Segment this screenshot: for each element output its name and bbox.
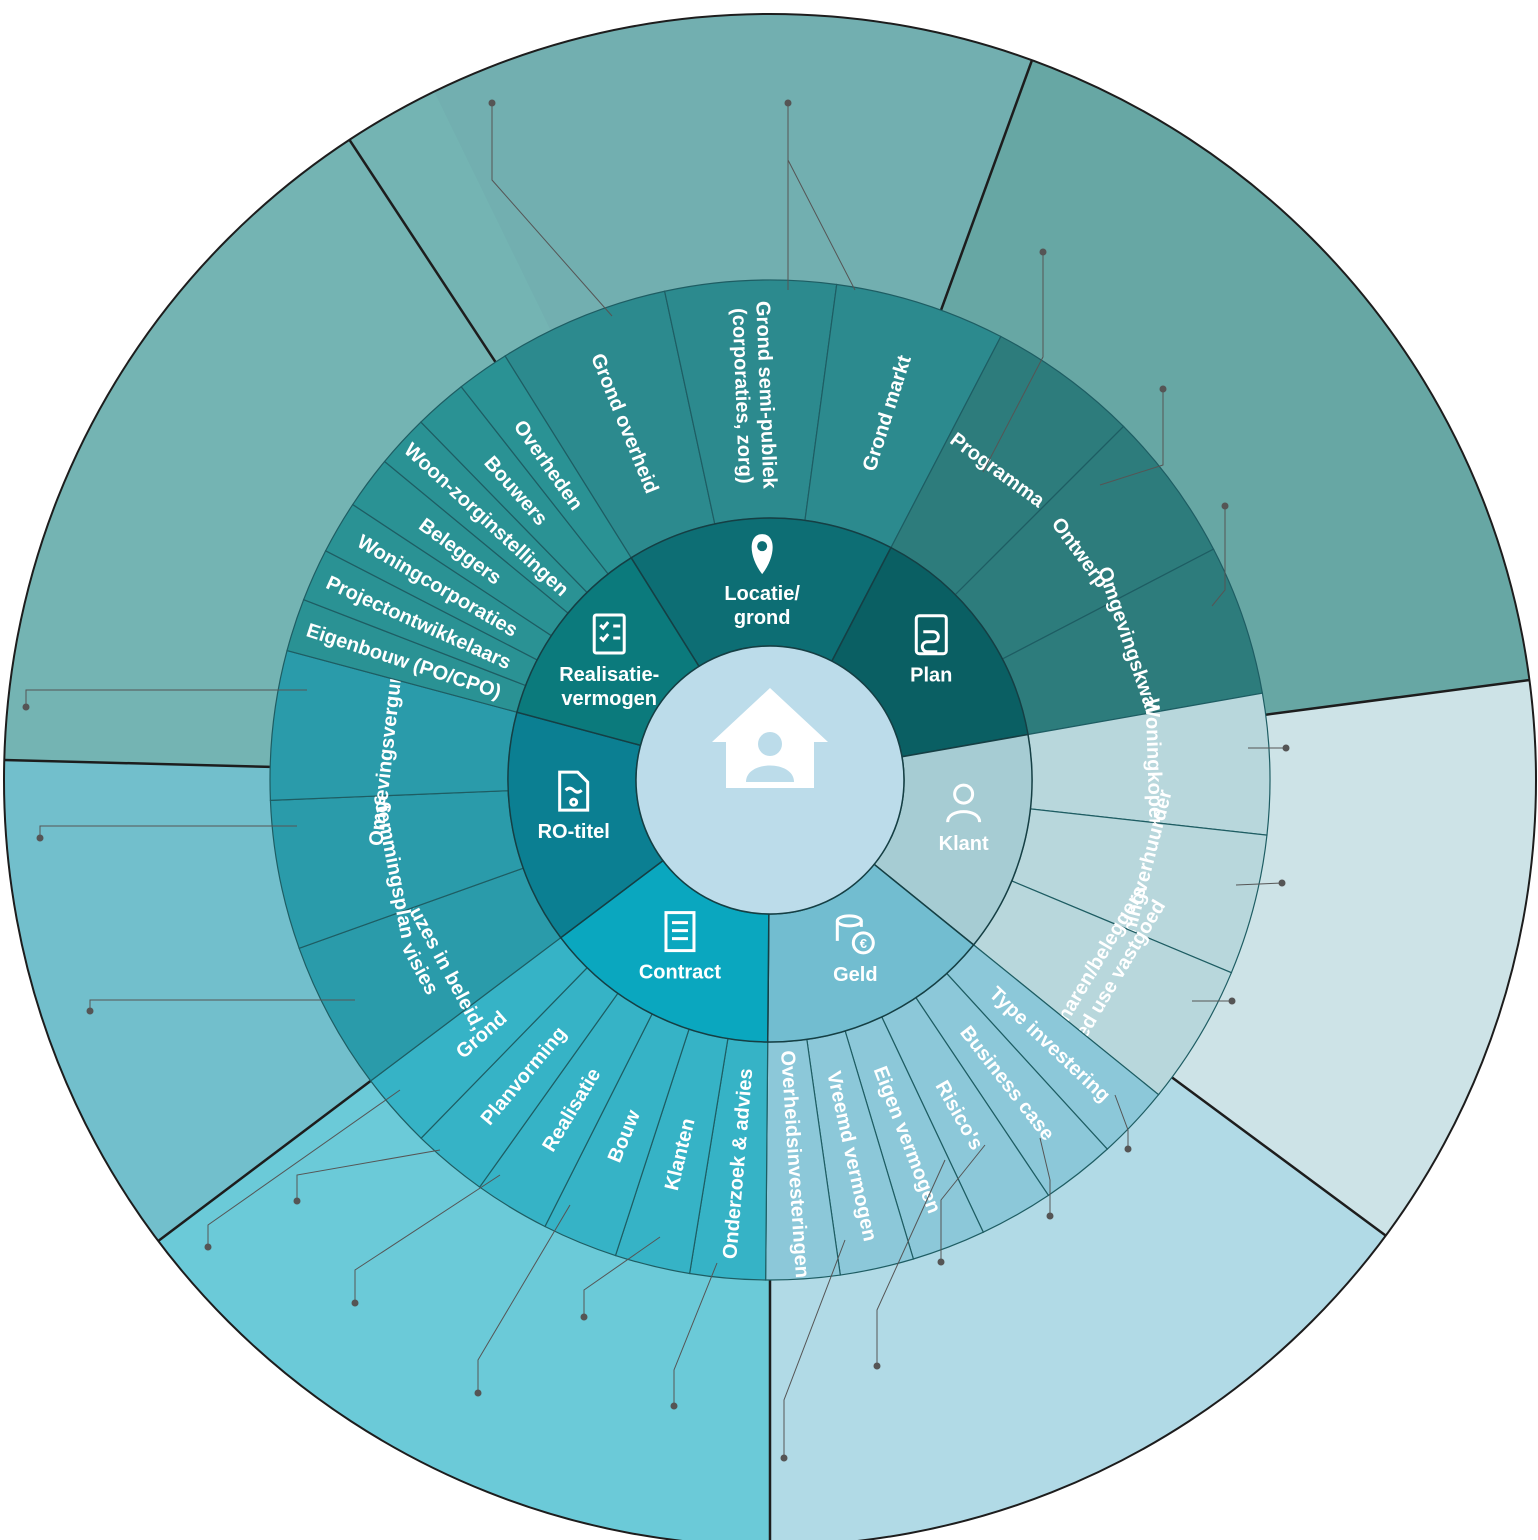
leader-line bbox=[982, 252, 1044, 473]
person-head bbox=[758, 732, 782, 756]
inner-label: vermogen bbox=[561, 688, 657, 710]
outer-divider-line bbox=[939, 59, 1034, 311]
cert-body bbox=[558, 770, 590, 812]
house-person-icon bbox=[712, 688, 828, 788]
leader-line bbox=[673, 1262, 718, 1406]
pin-shape bbox=[751, 534, 773, 575]
document-icon bbox=[664, 911, 696, 953]
leader-line bbox=[25, 689, 307, 707]
list-body bbox=[592, 613, 626, 655]
inner-label: Contract bbox=[639, 962, 722, 984]
leader-line bbox=[89, 999, 355, 1011]
inner-label: Realisatie- bbox=[559, 664, 659, 686]
euro-sign: € bbox=[860, 936, 867, 951]
outer-divider-line bbox=[348, 139, 497, 363]
leader-lines bbox=[22, 99, 1290, 1462]
leader-line bbox=[783, 1239, 846, 1458]
leader-line bbox=[1039, 1137, 1051, 1216]
outer-divider-line bbox=[4, 758, 271, 769]
leader-line bbox=[1099, 389, 1164, 486]
inner-label: Geld bbox=[833, 964, 877, 986]
inner-label: RO-titel bbox=[538, 821, 610, 843]
leader-line bbox=[583, 1236, 661, 1317]
leader-line bbox=[787, 159, 856, 291]
person-body bbox=[746, 765, 794, 782]
outer-border bbox=[3, 13, 1537, 1540]
cert-seal bbox=[569, 797, 579, 807]
leader-line bbox=[354, 1174, 501, 1303]
leader-line bbox=[296, 1149, 441, 1201]
leader-line bbox=[876, 1159, 946, 1366]
leader-line bbox=[1114, 1094, 1129, 1149]
inner-label: Plan bbox=[910, 665, 952, 687]
person-icon bbox=[946, 783, 982, 823]
euro-coin bbox=[851, 931, 875, 955]
route-line bbox=[920, 630, 940, 654]
check-marks bbox=[599, 621, 621, 643]
inner-label: grond bbox=[734, 607, 791, 629]
middle-label-text: Woningkopers bbox=[1141, 698, 1167, 837]
checklist-icon bbox=[592, 613, 626, 655]
coins-euro-icon: € bbox=[835, 914, 875, 955]
shoulders bbox=[946, 810, 982, 823]
clipboard-body bbox=[914, 614, 948, 656]
inner-label: Locatie/ bbox=[724, 583, 800, 605]
middle-label-group: Woningkopers bbox=[1141, 698, 1167, 837]
leader-line bbox=[39, 825, 297, 838]
pin-hole bbox=[757, 541, 768, 552]
location-pin-icon bbox=[751, 534, 773, 575]
clipboard-route-icon bbox=[914, 614, 948, 656]
leader-line bbox=[1235, 882, 1283, 886]
inner-label: Klant bbox=[939, 833, 989, 855]
outer-divider-line bbox=[1171, 1076, 1387, 1237]
cert-wave bbox=[564, 786, 583, 794]
certificate-doc-icon bbox=[558, 770, 590, 812]
doc-lines bbox=[671, 921, 688, 941]
leader-line bbox=[1211, 506, 1226, 607]
leader-line bbox=[477, 1204, 571, 1393]
leader-line bbox=[207, 1089, 401, 1247]
doc-body bbox=[664, 911, 696, 953]
leader-line bbox=[940, 1144, 986, 1262]
head bbox=[953, 783, 975, 805]
outer-dividers bbox=[4, 59, 1530, 1540]
coin-stack bbox=[835, 920, 863, 941]
center-disc bbox=[635, 645, 905, 915]
leader-line bbox=[491, 103, 613, 317]
outer-divider-line bbox=[157, 1079, 372, 1242]
outer-divider-line bbox=[1265, 678, 1530, 716]
